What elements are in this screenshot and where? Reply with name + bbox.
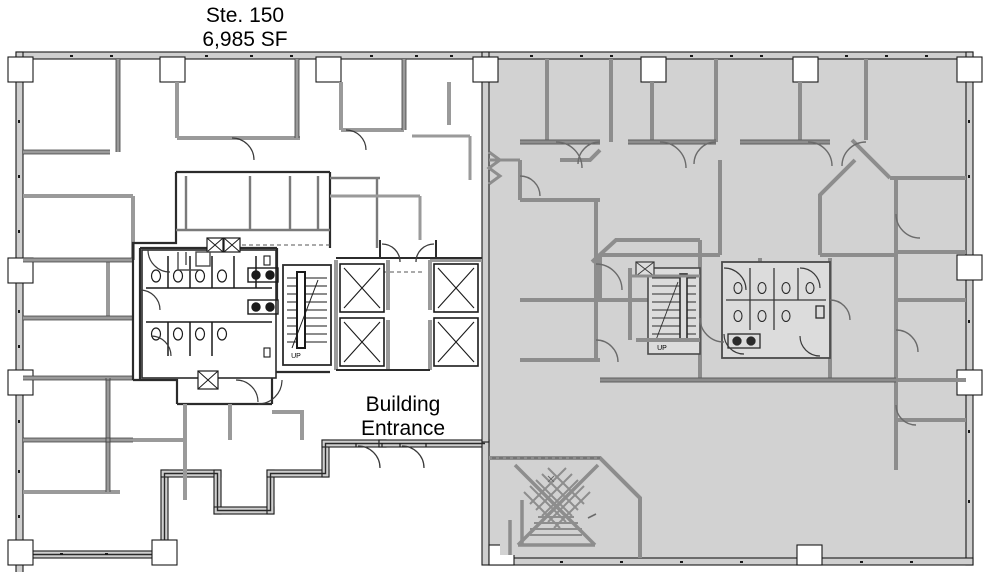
restroom-core-west: [141, 249, 279, 379]
elevator-bank-east: [428, 258, 482, 370]
column: [151, 539, 178, 566]
column: [956, 369, 983, 396]
column: [796, 544, 823, 566]
building-entrance-doors[interactable]: [355, 443, 427, 469]
column: [792, 56, 819, 83]
stair-up-label-east: UP: [657, 345, 667, 352]
corridor-dashed-line: [242, 244, 424, 273]
west-core-walls: [131, 170, 332, 406]
elevator-bank-west: [334, 260, 390, 370]
door-swing: [381, 243, 435, 263]
column: [159, 56, 186, 83]
stairwell-south: [489, 456, 642, 558]
west-suite-partitions: [23, 59, 451, 494]
column: [956, 56, 983, 83]
stairwell-west: UP: [282, 264, 332, 366]
structural-columns: [7, 56, 983, 566]
west-core-detail-2: [177, 251, 211, 271]
east-corridor-outlines: [520, 139, 896, 383]
column: [472, 56, 499, 83]
shaft-box: [197, 237, 241, 390]
entrance-label-line2: Entrance: [361, 417, 445, 440]
suite-area-label: 6,985 SF: [202, 28, 287, 51]
column: [640, 56, 667, 83]
exterior-wall-step-accent: [23, 442, 485, 556]
west-door-swings: [139, 129, 367, 405]
shaft-box-east: [635, 261, 655, 277]
column: [956, 254, 983, 281]
wall-tick-marks: [18, 55, 970, 563]
stair-up-label-west: UP: [291, 353, 301, 360]
entrance-label-line1: Building: [366, 393, 441, 416]
west-jag-wall: [486, 150, 520, 186]
column: [315, 56, 342, 83]
suite-label: Ste. 150: [206, 4, 284, 27]
column: [7, 56, 34, 83]
east-service-corridor: [628, 268, 700, 342]
west-north-detail: [330, 134, 472, 240]
column: [7, 539, 34, 566]
west-lower-partitions: [133, 404, 304, 500]
east-door-swings: [519, 141, 921, 426]
column: [7, 369, 34, 396]
west-core-detail: [176, 176, 380, 248]
west-partition-outlines: [23, 59, 407, 492]
elevator-lobby-walls: [336, 240, 482, 371]
restroom-core-east: [721, 261, 831, 359]
